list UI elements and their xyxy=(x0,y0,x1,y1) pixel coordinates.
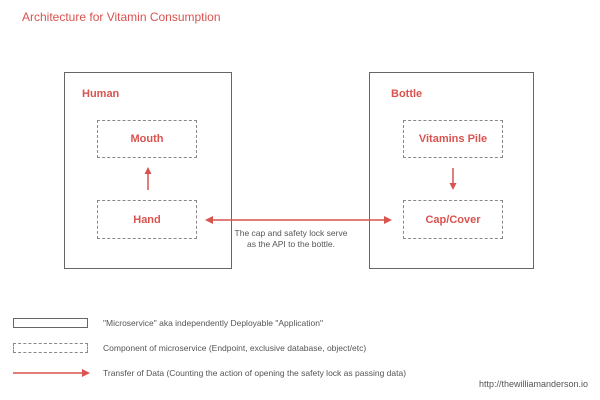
vitamins-pile-label: Vitamins Pile xyxy=(418,133,488,145)
hand-label: Hand xyxy=(133,213,161,226)
bottle-service-label: Bottle xyxy=(391,88,423,100)
vitamins-to-cap-arrow xyxy=(449,168,457,190)
cap-cover-component: Cap/Cover xyxy=(403,200,503,239)
hand-component: Hand xyxy=(97,200,197,239)
hand-to-mouth-arrow xyxy=(144,167,152,190)
api-note: The cap and safety lock serve as the API… xyxy=(234,228,348,249)
legend-service-swatch xyxy=(13,318,88,328)
bottle-service-box xyxy=(369,72,534,269)
human-service-label: Human xyxy=(82,88,120,100)
hand-cap-bidirectional-arrow xyxy=(205,216,392,224)
vitamins-pile-component: Vitamins Pile xyxy=(403,120,503,158)
legend-transfer-arrow xyxy=(13,369,90,377)
website-link[interactable]: http://thewilliamanderson.io xyxy=(478,379,588,389)
mouth-label: Mouth xyxy=(130,133,164,145)
mouth-component: Mouth xyxy=(97,120,197,158)
diagram-title: Architecture for Vitamin Consumption xyxy=(22,10,221,24)
legend-component-text: Component of microservice (Endpoint, exc… xyxy=(103,343,367,353)
cap-cover-label: Cap/Cover xyxy=(425,213,481,226)
human-service-box xyxy=(64,72,232,269)
legend-transfer-text: Transfer of Data (Counting the action of… xyxy=(103,368,407,378)
legend-component-swatch xyxy=(13,343,88,353)
legend-service-text: "Microservice" aka independently Deploya… xyxy=(103,318,323,328)
